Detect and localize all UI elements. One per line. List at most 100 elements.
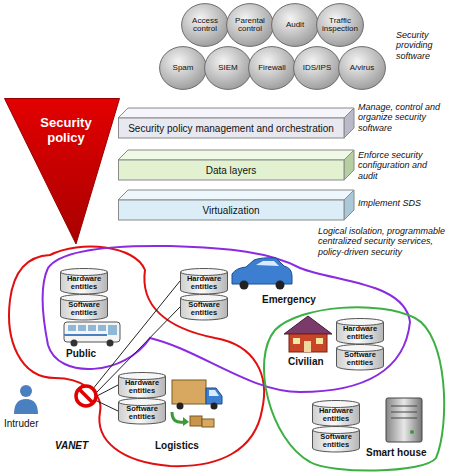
node-text: Security policy bbox=[24, 116, 108, 146]
prohibition-sign bbox=[79, 389, 93, 403]
entity-cylinder: Hardware entities bbox=[118, 372, 166, 398]
house-icon bbox=[316, 338, 323, 344]
bar-top bbox=[118, 190, 354, 200]
software-bubble: A/virus bbox=[338, 46, 386, 90]
bar-front bbox=[119, 200, 345, 220]
region-label: Emergency bbox=[262, 294, 316, 305]
cylinder-body bbox=[61, 298, 108, 320]
intruder-icon bbox=[14, 385, 38, 414]
bar-front bbox=[119, 160, 345, 180]
node-text: Firewall bbox=[252, 64, 292, 72]
bus-icon bbox=[64, 322, 120, 347]
annotation-note: Security providing software bbox=[396, 30, 448, 61]
software-bubble: Access control bbox=[181, 3, 229, 47]
layer-bar: Security policy management and orchestra… bbox=[118, 108, 354, 138]
policy-funnel: Security policy bbox=[4, 98, 120, 244]
region-label: Intruder bbox=[4, 418, 38, 429]
car-icon bbox=[256, 261, 279, 266]
cylinder-body bbox=[181, 298, 228, 320]
bubble-shape bbox=[272, 4, 319, 47]
server-icon bbox=[386, 398, 422, 442]
truck-icon bbox=[190, 416, 202, 426]
bar-front bbox=[119, 118, 345, 138]
region-label: Civilian bbox=[288, 356, 324, 367]
cylinder-body bbox=[181, 272, 228, 294]
node-text: IDS/IPS bbox=[297, 64, 337, 72]
node-text: Traffic inspection bbox=[320, 17, 360, 34]
region-outline bbox=[9, 246, 444, 471]
bus-icon bbox=[68, 325, 76, 331]
node-text: Access control bbox=[185, 17, 225, 34]
bubble-shape bbox=[182, 4, 229, 47]
truck-icon bbox=[172, 412, 184, 422]
truck-icon bbox=[177, 403, 184, 410]
bus-icon bbox=[71, 340, 78, 347]
entity-cylinder: Hardware entities bbox=[180, 268, 228, 294]
car-icon bbox=[240, 281, 249, 290]
truck-icon bbox=[172, 380, 206, 404]
software-bubble: IDS/IPS bbox=[293, 46, 341, 90]
bar-side bbox=[344, 108, 354, 138]
bus-icon bbox=[78, 325, 86, 331]
car-icon bbox=[232, 258, 292, 290]
layer-bar: Virtualization bbox=[118, 190, 354, 220]
entity-cylinder: Software entities bbox=[60, 294, 108, 320]
node-text: Audit bbox=[275, 21, 315, 29]
node-text: Hardware entities bbox=[315, 407, 357, 422]
prohibition-sign bbox=[76, 386, 96, 406]
node-text: Parental control bbox=[230, 17, 270, 34]
cylinder-body bbox=[313, 404, 360, 426]
bus-icon bbox=[98, 325, 106, 331]
cylinder-body bbox=[119, 402, 166, 424]
car-icon bbox=[276, 281, 285, 290]
annotation-note: Logical isolation, programmable centrali… bbox=[318, 226, 448, 257]
prohibition-sign bbox=[76, 386, 96, 406]
entity-cylinder: Hardware entities bbox=[60, 268, 108, 294]
house-icon bbox=[284, 316, 332, 352]
entity-cylinder: Software entities bbox=[336, 344, 384, 370]
server-icon bbox=[391, 418, 417, 419]
node-text: A/virus bbox=[342, 64, 382, 72]
node-text: Hardware entities bbox=[183, 275, 225, 290]
layer-bar: Data layers bbox=[118, 150, 354, 180]
entity-cylinder: Software entities bbox=[180, 294, 228, 320]
cylinder-body bbox=[61, 272, 108, 294]
node-text: SIEM bbox=[208, 64, 248, 72]
bubble-shape bbox=[249, 47, 296, 90]
truck-icon bbox=[209, 390, 219, 396]
node-text: Software entities bbox=[63, 301, 105, 316]
truck-icon bbox=[206, 388, 222, 404]
server-icon bbox=[391, 406, 417, 407]
cylinder-body bbox=[337, 348, 384, 370]
region-outline bbox=[264, 307, 444, 470]
bus-icon bbox=[64, 334, 107, 336]
server-icon bbox=[386, 398, 422, 442]
entity-cylinder: Software entities bbox=[118, 398, 166, 424]
bar-top bbox=[118, 108, 354, 118]
car-icon bbox=[232, 258, 292, 284]
region-label: Logistics bbox=[155, 440, 199, 451]
house-icon bbox=[304, 341, 311, 352]
house-icon bbox=[284, 316, 332, 334]
bar-side bbox=[344, 190, 354, 220]
node-text: Data layers bbox=[206, 165, 257, 176]
annotation-note: Manage, control and organize security so… bbox=[358, 102, 446, 133]
node-text: Spam bbox=[163, 64, 203, 72]
house-icon bbox=[293, 338, 300, 344]
attack-line bbox=[95, 385, 118, 397]
region-outline bbox=[43, 246, 410, 392]
bar-side bbox=[344, 150, 354, 180]
bar-top bbox=[118, 150, 354, 160]
annotation-note: Implement SDS bbox=[358, 198, 446, 208]
node-text: Security policy management and orchestra… bbox=[128, 123, 334, 134]
software-bubble: Traffic inspection bbox=[316, 3, 364, 47]
node-text: Hardware entities bbox=[63, 275, 105, 290]
house-icon bbox=[289, 334, 327, 352]
cylinder-body bbox=[313, 430, 360, 452]
attack-line bbox=[95, 400, 118, 411]
software-bubble: Firewall bbox=[248, 46, 296, 90]
node-text: Hardware entities bbox=[121, 379, 163, 394]
node-text: Hardware entities bbox=[339, 325, 381, 340]
entity-cylinder: Hardware entities bbox=[312, 400, 360, 426]
